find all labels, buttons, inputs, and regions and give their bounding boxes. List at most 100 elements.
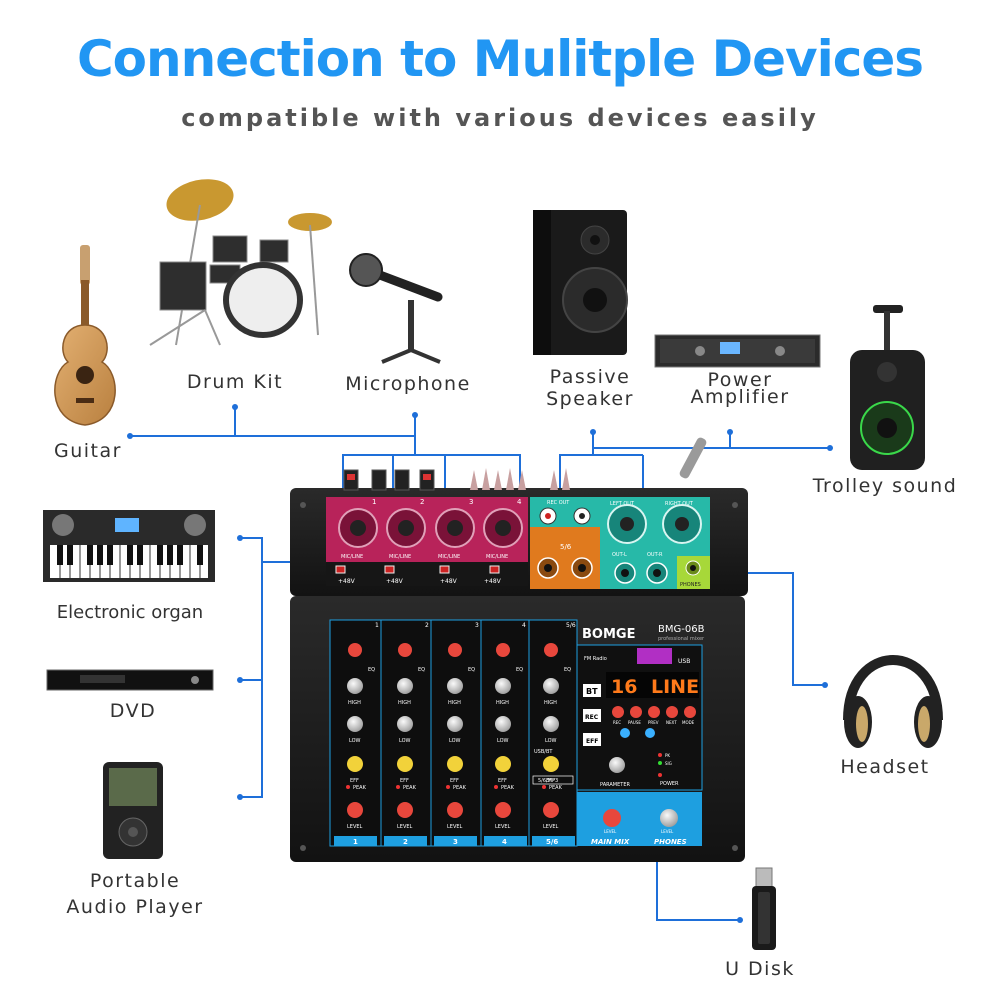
channel-tabs	[334, 836, 575, 846]
microphone-image	[349, 253, 443, 364]
eff-label-3: EFF	[450, 778, 459, 784]
u-disk-image	[752, 867, 776, 950]
level-label-5: LEVEL	[543, 824, 559, 830]
input-num-2: 2	[420, 498, 424, 506]
usb-bt-label: USB/BT	[534, 749, 553, 755]
channel-tab-2: 2	[403, 838, 408, 846]
trolley-speaker-image	[850, 305, 925, 470]
power-amplifier-image	[654, 334, 821, 368]
passive-speaker-label-2: Speaker	[546, 388, 634, 410]
portable-player-image	[103, 762, 163, 859]
high-label-1: HIGH	[348, 700, 361, 706]
parameter-label: PARAMETER	[600, 782, 630, 788]
channel-knobs[interactable]	[347, 643, 559, 818]
peak-label-2: PEAK	[403, 785, 417, 791]
rec-out-label: REC OUT	[547, 500, 570, 506]
bt-label: BT	[586, 687, 598, 696]
high-label-3: HIGH	[448, 700, 461, 706]
orange-panel	[530, 527, 600, 589]
channel-num-4: 4	[522, 622, 526, 629]
guitar-image	[54, 245, 116, 426]
brand-name: BOMGE	[582, 627, 635, 642]
page-subtitle: compatible with various devices easily	[181, 104, 819, 132]
model-name: BMG-06B	[658, 624, 705, 635]
microphone-label: Microphone	[345, 373, 471, 395]
channel-num-1: 1	[375, 622, 379, 629]
phantom-label-3: +48V	[440, 578, 458, 585]
usb-label: USB	[678, 658, 690, 665]
mic-line-label-4: MIC/LINE	[486, 554, 508, 560]
btn-rec-label: REC	[613, 720, 621, 725]
mic-line-label-3: MIC/LINE	[438, 554, 460, 560]
power-amplifier-label-2: Amplifier	[690, 386, 790, 408]
phones-level-knob[interactable]	[660, 809, 678, 827]
out-l-label: OUT-L	[612, 552, 627, 558]
peak-label-5: PEAK	[549, 785, 563, 791]
phones-label: PHONES	[654, 838, 687, 846]
mic-line-label-2: MIC/LINE	[389, 554, 411, 560]
portable-player-label-1: Portable	[89, 870, 181, 892]
eq-label-4: EQ	[516, 667, 523, 673]
channel-tab-5: 5/6	[546, 838, 558, 846]
main-level-label: LEVEL	[604, 829, 617, 834]
high-label-5: HIGH	[544, 700, 557, 706]
drum-kit-image	[149, 179, 332, 346]
eq-label-5: EQ	[564, 667, 571, 673]
input-num-3: 3	[469, 498, 473, 506]
eq-label-2: EQ	[418, 667, 425, 673]
passive-speaker-label-1: Passive	[549, 366, 631, 388]
channel-num-2: 2	[425, 622, 429, 629]
mixer: 1 2 3 4 MIC/LINE MIC/LINE MIC/LINE MIC/L…	[290, 437, 748, 862]
electronic-organ-label: Electronic organ	[56, 602, 204, 623]
headset-image	[843, 655, 943, 748]
fm-radio-label: FM Radio	[584, 656, 607, 662]
eq-label-3: EQ	[468, 667, 475, 673]
main-mix-panel	[577, 792, 702, 846]
transport-buttons[interactable]	[612, 706, 696, 718]
parameter-knob[interactable]	[609, 757, 625, 773]
eff-label-1: EFF	[350, 778, 359, 784]
xlr-inputs	[338, 508, 523, 548]
drum-kit-label: Drum Kit	[186, 371, 284, 393]
connection-dots	[127, 404, 833, 923]
right-out-label: RIGHT OUT	[665, 501, 694, 507]
phantom-label-2: +48V	[386, 578, 404, 585]
mode-indicators	[583, 684, 601, 746]
power-label: POWER	[660, 781, 679, 787]
dvd-image	[46, 669, 214, 691]
channel-tab-3: 3	[453, 838, 458, 846]
level-label-1: LEVEL	[347, 824, 363, 830]
display-right: LINE	[651, 676, 699, 698]
eff-label-2: EFF	[400, 778, 409, 784]
passive-speaker-image	[533, 210, 628, 355]
channel-tab-1: 1	[353, 838, 358, 846]
portable-player-label-2: Audio Player	[66, 896, 204, 918]
dsp-plus-button[interactable]	[620, 728, 630, 738]
phantom-switches[interactable]	[335, 565, 500, 574]
mic-line-label-1: MIC/LINE	[341, 554, 363, 560]
phantom-label-4: +48V	[484, 578, 502, 585]
input-num-1: 1	[372, 498, 376, 506]
display-left: 16	[611, 676, 637, 698]
dsp-minus-button[interactable]	[645, 728, 655, 738]
out-r-label: OUT-R	[647, 552, 663, 558]
channel-num-5: 5/6	[566, 622, 576, 629]
ch56-input-label: 5/6	[560, 543, 572, 551]
btn-next-label: NEXT	[666, 720, 677, 725]
eff-label-5: EFF	[546, 778, 555, 784]
usb-port[interactable]	[637, 648, 672, 664]
level-label-4: LEVEL	[495, 824, 511, 830]
channel-num-3: 3	[475, 622, 479, 629]
eff-mode-label: EFF	[586, 738, 598, 745]
headset-label: Headset	[840, 756, 930, 778]
peak-label-3: PEAK	[453, 785, 467, 791]
main-mix-knob[interactable]	[603, 809, 621, 827]
peak-label-1: PEAK	[353, 785, 367, 791]
guitar-label: Guitar	[54, 440, 122, 462]
high-label-2: HIGH	[398, 700, 411, 706]
main-mix-label: MAIN MIX	[591, 838, 630, 846]
electronic-organ-image	[43, 510, 215, 582]
input-num-4: 4	[517, 498, 522, 506]
u-disk-label: U Disk	[725, 958, 795, 980]
